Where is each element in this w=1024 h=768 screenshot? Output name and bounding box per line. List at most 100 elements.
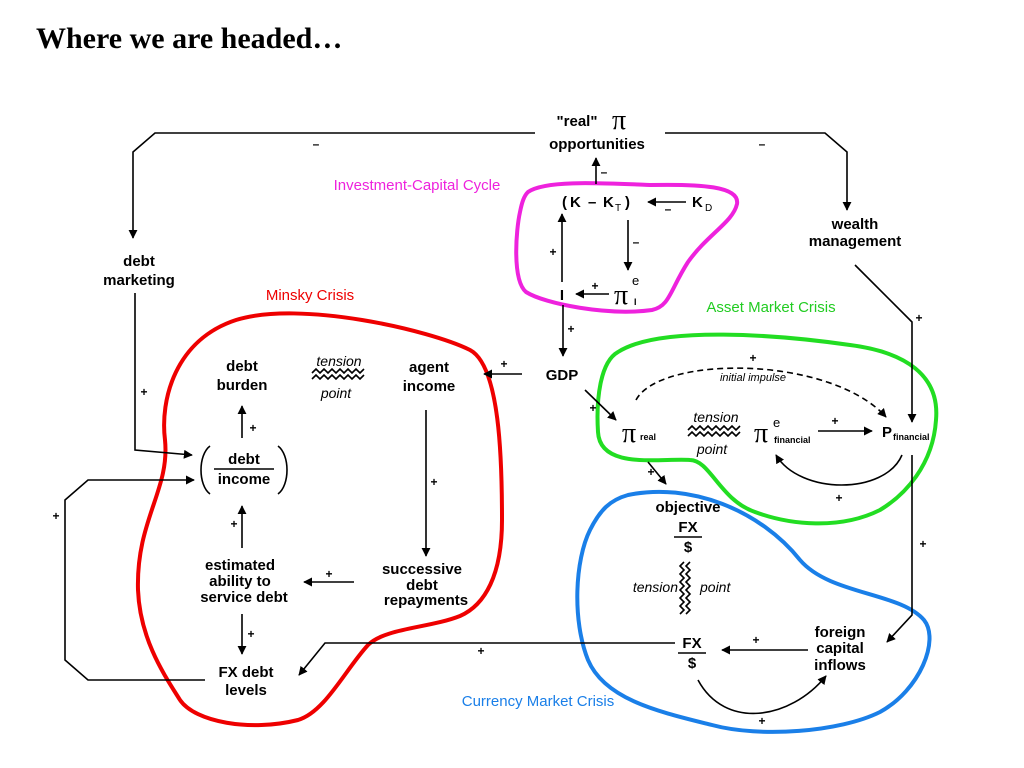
sign-plus-debt-marketing: +: [140, 385, 147, 399]
fx-denominator: $: [688, 655, 697, 672]
asset-market-crisis-label: Asset Market Crisis: [706, 299, 835, 316]
pi-e-fin-symbol: π: [754, 418, 768, 449]
currency-tension-word: tension: [633, 579, 678, 595]
sign-plus-gdp-to-real: +: [589, 401, 596, 415]
repayments-line3: repayments: [384, 592, 468, 609]
sign-plus-real-to-objective: +: [647, 465, 654, 479]
ratio-numerator: debt: [228, 451, 260, 468]
estimated-ability-node: estimated ability to service debt: [200, 557, 288, 606]
ability-line3: service debt: [200, 589, 288, 606]
sign-plus-gdp-to-income: +: [500, 357, 507, 371]
real-opportunities-node: "real" π opportunities: [549, 105, 645, 153]
real-profit-node: π real: [622, 418, 656, 449]
p-financial-to-inflows-arrow: [886, 455, 913, 643]
sign-minus-kd: –: [665, 202, 672, 216]
sign-plus-fx-debt-loop: +: [52, 509, 59, 523]
sign-plus-expected-to-p: +: [831, 414, 838, 428]
sign-plus-income-to-repayments: +: [430, 475, 437, 489]
agent-income-node: agent income: [403, 359, 456, 395]
inflows-line2: capital: [816, 640, 864, 657]
ratio-left-paren: [200, 445, 211, 495]
debt-burden-line1: debt: [226, 358, 258, 375]
asset-tension-point: tension point: [687, 409, 741, 457]
minsky-tension-zigzag: [311, 367, 365, 381]
currency-point-word: point: [699, 579, 731, 595]
wealth-to-p-financial-arrow: [854, 264, 917, 423]
currency-market-crisis-label: Currency Market Crisis: [462, 693, 615, 710]
investment-capital-cycle-region: [514, 181, 740, 314]
fx-rate-node: FX $: [678, 635, 706, 672]
sign-minus-right: –: [759, 137, 766, 151]
pi-e-i-symbol: π: [614, 280, 628, 311]
ability-line1: estimated: [205, 557, 275, 574]
fx-to-inflows-curve-arrow: [697, 675, 827, 715]
p-financial-sub: financial: [893, 432, 930, 442]
debt-marketing-line1: debt: [123, 253, 155, 270]
opportunities-to-wealth-arrow: [665, 132, 852, 211]
sign-plus-i-to-gdp: +: [567, 322, 574, 336]
sign-minus-gap: –: [601, 165, 608, 179]
sign-plus-wealth-to-p: +: [915, 311, 922, 325]
gdp-to-real-profit-arrow: [584, 389, 617, 421]
fx-debt-levels-node: FX debt levels: [219, 664, 274, 699]
fx-numerator: FX: [682, 635, 701, 652]
investment-node: I: [560, 287, 564, 304]
kd-node: K D: [692, 194, 712, 214]
objective-fx-denominator: $: [684, 539, 693, 556]
p-financial-symbol: P: [882, 424, 892, 441]
debt-burden-line2: burden: [217, 377, 268, 394]
asset-tension-zigzag: [687, 424, 741, 438]
debt-burden-node: debt burden: [217, 358, 268, 394]
minsky-point-word: point: [320, 385, 352, 401]
asset-tension-word: tension: [693, 409, 738, 425]
investment-cycle-label: Investment-Capital Cycle: [334, 177, 501, 194]
repayments-line1: successive: [382, 561, 462, 578]
fx-debt-line2: levels: [225, 682, 267, 699]
minsky-tension-point: tension point: [311, 353, 365, 401]
p-financial-node: P financial: [882, 424, 930, 442]
debt-income-ratio-node: debt income: [200, 445, 288, 495]
expected-investment-profit-node: π e I: [614, 273, 639, 311]
pi-real-symbol: π: [622, 418, 636, 449]
minsky-tension-word: tension: [316, 353, 361, 369]
sign-plus-ability-to-fx-debt: +: [247, 627, 254, 641]
pi-symbol: π: [612, 105, 626, 136]
foreign-capital-inflows-node: foreign capital inflows: [814, 624, 866, 674]
fx-debt-to-ratio-arrow: [64, 475, 205, 681]
k-symbol: K: [570, 194, 581, 211]
inflows-line1: foreign: [815, 624, 866, 641]
sign-plus-expected-to-i: +: [591, 279, 598, 293]
real-profit-to-objective-arrow: [647, 461, 667, 485]
real-quote-label: "real": [557, 113, 598, 130]
currency-market-crisis-region: [575, 489, 932, 734]
pi-e-i-sub: I: [634, 297, 637, 307]
sign-plus-p-feedback: +: [835, 491, 842, 505]
sign-minus-expected: –: [633, 235, 640, 249]
pi-e-fin-sup: e: [773, 415, 780, 430]
repayments-line2: debt: [406, 577, 438, 594]
objective-label: objective: [655, 499, 720, 516]
sign-plus-p-to-inflows: +: [919, 537, 926, 551]
kd-k-symbol: K: [692, 194, 703, 211]
debt-marketing-line2: marketing: [103, 272, 175, 289]
successive-repayments-node: successive debt repayments: [382, 561, 468, 609]
wealth-line1: wealth: [831, 216, 879, 233]
sign-minus-left: –: [313, 137, 320, 151]
wealth-line2: management: [809, 233, 902, 250]
asset-market-crisis-region: [595, 332, 939, 526]
paren-open: (: [562, 194, 567, 211]
initial-impulse-arrow: [635, 367, 887, 418]
minsky-crisis-label: Minsky Crisis: [266, 287, 354, 304]
t-subscript: T: [615, 203, 621, 214]
slide-title: Where we are headed…: [36, 22, 343, 55]
ratio-denominator: income: [218, 471, 271, 488]
fx-debt-line1: FX debt: [219, 664, 274, 681]
minsky-crisis-region: [135, 311, 505, 728]
sign-plus-inflows-to-fx: +: [752, 633, 759, 647]
expected-financial-profit-node: π e financial: [754, 415, 811, 449]
opportunities-label: opportunities: [549, 136, 645, 153]
paren-close: ): [625, 194, 630, 211]
kt-symbol: K: [603, 194, 614, 211]
